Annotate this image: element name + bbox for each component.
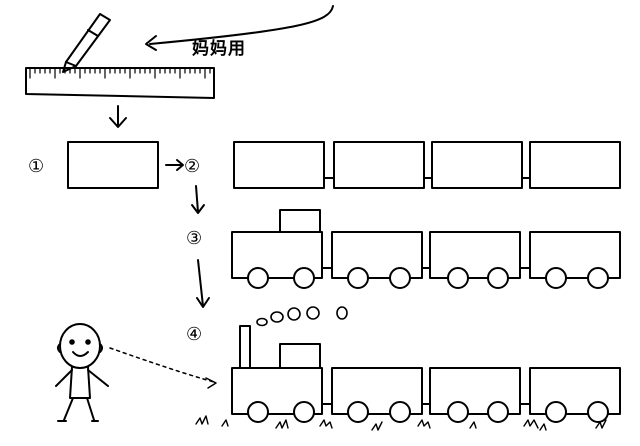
- arrow-step2-to-3: [191, 185, 205, 214]
- step1-rectangle: [67, 141, 159, 189]
- pencil-icon: [62, 13, 111, 73]
- smoke-puff-icon: [256, 306, 348, 327]
- step-label-2: ②: [184, 156, 200, 177]
- step3-train: [231, 209, 621, 289]
- person-icon: [55, 323, 109, 422]
- down-arrow: [109, 105, 127, 128]
- grass-icon: [195, 415, 607, 431]
- step4-train: [231, 325, 621, 423]
- step2-train: [233, 141, 621, 189]
- step-label-1: ①: [28, 156, 44, 177]
- annotation-text: 妈妈用: [192, 39, 246, 59]
- dotted-arrow: [109, 347, 215, 383]
- dotted-arrow-head: [205, 377, 217, 389]
- step-label-3: ③: [186, 228, 202, 249]
- arrow-step3-to-4: [196, 259, 210, 308]
- ruler-icon: [25, 67, 215, 99]
- arrow-step1-to-2: [165, 159, 184, 171]
- annotation-arrow: [145, 5, 334, 51]
- step-label-4: ④: [186, 324, 202, 345]
